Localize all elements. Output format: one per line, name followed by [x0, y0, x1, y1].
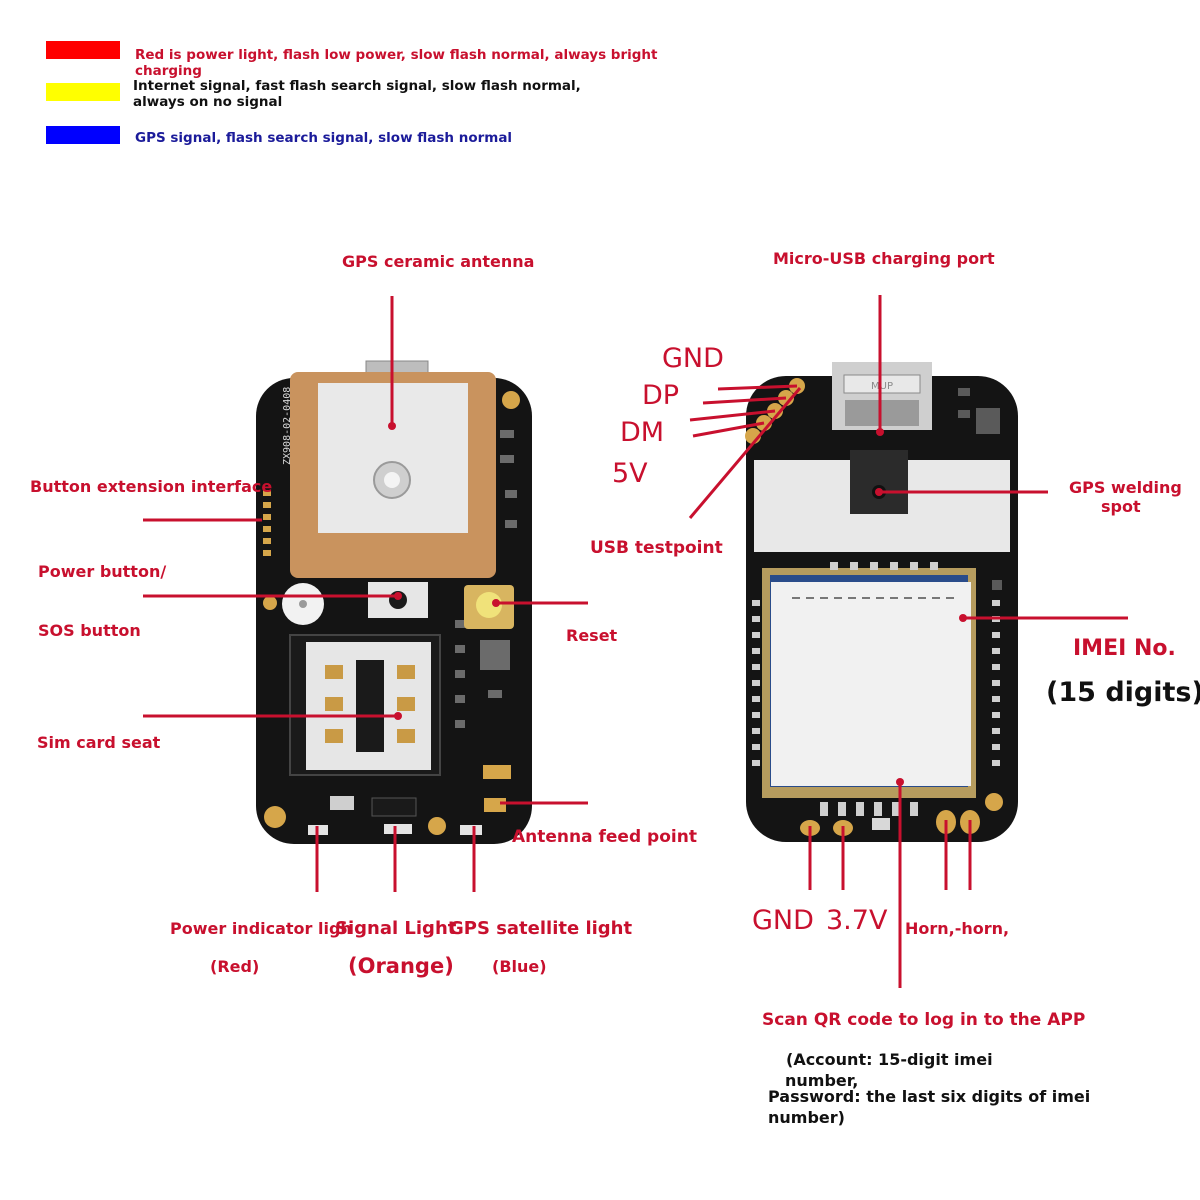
label-antenna-feed-point: Antenna feed point [512, 827, 697, 847]
label-signal-light: Signal Light [335, 918, 457, 939]
front-board: ZX908-02-0408 [256, 360, 532, 844]
label-micro-usb-charging-port: Micro-USB charging port [773, 249, 995, 268]
label-signal-light-color: (Orange) [348, 954, 454, 978]
label-password: Password: the last six digits of imei [768, 1087, 1091, 1106]
label-usb-testpoint: USB testpoint [590, 538, 723, 558]
label-account-2: number, [785, 1071, 859, 1090]
label-scan-qr-code: Scan QR code to log in to the APP [762, 1010, 1086, 1030]
label-password-2: number) [768, 1108, 845, 1127]
label-sim-card-seat: Sim card seat [37, 733, 161, 752]
legend-text-red: Red is power light, flash low power, slo… [135, 47, 658, 79]
label-account: (Account: 15-digit imei [786, 1050, 993, 1069]
label-gps-ceramic-antenna: GPS ceramic antenna [342, 252, 535, 271]
label-gnd-top: GND [662, 343, 724, 374]
label-gps-welding-spot: spot [1101, 497, 1141, 516]
board-silkscreen: ZX908-02-0408 [282, 387, 293, 465]
label-horn: Horn,-horn, [905, 919, 1010, 938]
legend-swatch-blue [46, 126, 120, 144]
label-power-indicator-light: Power indicator ligh [170, 919, 352, 938]
label-gps-satellite-color: (Blue) [492, 957, 547, 976]
legend-text-blue: GPS signal, flash search signal, slow fl… [135, 130, 513, 146]
leader-dots [388, 422, 967, 786]
label-power-button: Power button/ [38, 562, 167, 581]
label-dp: DP [642, 380, 680, 411]
label-sos-button: SOS button [38, 621, 141, 640]
leader-lines [143, 295, 1128, 988]
usb-chip-text: MUP [871, 381, 893, 392]
label-imei-digits: (15 digits) [1046, 677, 1200, 708]
label-reset: Reset [566, 626, 618, 645]
label-button-extension-interface: Button extension interface [30, 477, 273, 496]
label-5v: 5V [612, 458, 648, 489]
legend-text-yellow: Internet signal, fast flash search signa… [133, 78, 581, 110]
label-power-indicator-color: (Red) [210, 957, 260, 976]
label-dm: DM [620, 417, 665, 448]
label-gps-welding: GPS welding [1069, 478, 1182, 497]
label-gnd-bottom: GND [752, 905, 814, 936]
label-imei-no: IMEI No. [1073, 636, 1176, 661]
legend-swatch-yellow [46, 83, 120, 101]
label-gps-satellite-light: GPS satellite light [449, 918, 633, 939]
legend-swatch-red [46, 41, 120, 59]
label-3-7v: 3.7V [826, 905, 888, 936]
